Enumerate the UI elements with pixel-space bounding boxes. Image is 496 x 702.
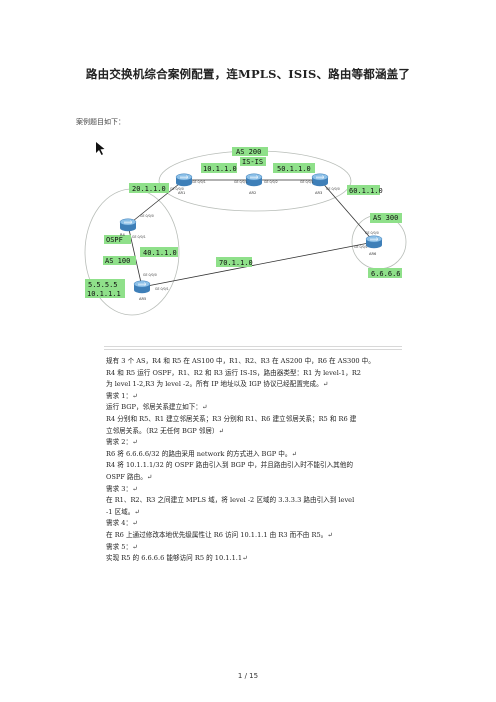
r1-name: AR1 — [178, 191, 185, 195]
r6-loopback-label: 6.6.6.6 — [371, 270, 401, 278]
network-topology-diagram: AS 200 IS-IS 10.1.1.0 50.1.1.0 20.1.1.0 … — [84, 142, 407, 316]
isis-label: IS-IS — [242, 158, 263, 166]
port-label: GE 0/0/0 — [140, 214, 154, 218]
net-40-label: 40.1.1.0 — [143, 249, 177, 257]
router-icon-r5 — [133, 280, 151, 294]
divider — [104, 346, 402, 347]
mouse-cursor-icon — [96, 142, 105, 155]
router-icon-r3 — [311, 173, 329, 187]
body-line: 实现 R5 的 6.6.6.6 能够访问 R5 的 10.1.1.1↵ — [106, 554, 248, 563]
body-line: 在 R1、R2、R3 之间建立 MPLS 域，将 level -2 区域的 3.… — [106, 496, 355, 505]
net-50-label: 50.1.1.0 — [277, 165, 311, 173]
intro-text: 案例题目如下： — [76, 118, 125, 126]
port-label: GE 0/0/0 — [143, 273, 157, 277]
body-line: 需求 5：↵ — [106, 542, 138, 551]
body-line: -1 区域。↵ — [106, 507, 140, 516]
body-line: 在 R6 上通过修改本地优先级属性让 R6 访问 10.1.1.1 由 R3 而… — [106, 530, 333, 539]
body-line: 立邻居关系。（R2 无任何 BGP 邻居）↵ — [106, 426, 225, 435]
router-icon-r6 — [365, 235, 383, 249]
r5-name: AR5 — [139, 297, 146, 301]
r4-loopback1-label: 5.5.5.5 — [88, 281, 118, 289]
port-label: GE 0/0/1 — [234, 180, 248, 184]
body-line: 规有 3 个 AS，R4 和 R5 在 AS100 中，R1、R2、R3 在 A… — [106, 357, 375, 365]
body-line: R6 将 6.6.6.6/32 的路由采用 network 的方式进入 BGP … — [106, 449, 297, 458]
port-label: GE 0/0/1 — [192, 180, 206, 184]
body-line: 需求 4：↵ — [106, 519, 138, 528]
r3-name: AR3 — [315, 191, 322, 195]
port-label: GE 0/0/2 — [264, 180, 278, 184]
r6-name: AR6 — [369, 252, 377, 256]
r4-name: R4 — [120, 233, 125, 237]
body-line: 需求 3：↵ — [106, 484, 138, 493]
port-label: GE 0/0/0 — [365, 231, 379, 235]
net-10-label: 10.1.1.0 — [203, 165, 237, 173]
router-icon-r2 — [245, 173, 263, 187]
body-line: R4 将 10.1.1.1/32 的 OSPF 路由引入到 BGP 中，并且路由… — [106, 461, 353, 470]
port-label: GE 0/0/1 — [155, 287, 169, 291]
body-line: R4 和 R5 运行 OSPF，R1、R2 和 R3 运行 IS-IS，路由器类… — [106, 368, 361, 377]
body-line: R4 分别和 R5、R1 建立邻居关系；R3 分别和 R1、R6 建立邻居关系；… — [106, 414, 357, 423]
body-line: 为 level 1-2,R3 为 level -2。所有 IP 地址以及 IGP… — [106, 380, 329, 389]
router-icon-r1 — [175, 173, 193, 187]
document-title: 路由交换机综合案例配置，连MPLS、ISIS、路由等都涵盖了 — [85, 67, 411, 81]
as200-label: AS 200 — [236, 148, 261, 156]
page-number: 1 / 15 — [237, 672, 259, 680]
link-r1-r4 — [127, 179, 185, 226]
body-line: 运行 BGP，邻居关系建立如下：↵ — [106, 403, 208, 412]
net-20-label: 20.1.1.0 — [132, 185, 166, 193]
divider — [104, 349, 402, 350]
as100-label: AS 100 — [105, 257, 130, 265]
port-label: GE 0/0/1 — [132, 235, 146, 239]
body-line: OSPF 路由。↵ — [106, 472, 153, 481]
port-label: GE 0/0/1 — [300, 180, 314, 184]
requirements-text: 规有 3 个 AS，R4 和 R5 在 AS100 中，R1、R2、R3 在 A… — [106, 356, 398, 565]
link-r5-r6 — [141, 241, 375, 288]
net-70-label: 70.1.1.0 — [219, 259, 253, 267]
ospf-label: OSPF — [106, 236, 123, 244]
net-60-label: 60.1.1.0 — [349, 187, 383, 195]
body-line: 需求 1：↵ — [106, 391, 138, 400]
port-label: GE 0/0/0 — [326, 187, 340, 191]
r2-name: AR2 — [249, 191, 256, 195]
port-label: GE 0/0/0 — [170, 187, 184, 191]
port-label: GE 0/0/1 — [354, 245, 368, 249]
as300-label: AS 300 — [373, 214, 398, 222]
link-r3-r6 — [319, 179, 375, 243]
body-line: 需求 2：↵ — [106, 438, 138, 447]
r4-loopback2-label: 10.1.1.1 — [87, 290, 121, 298]
router-icon-r4 — [119, 218, 137, 232]
